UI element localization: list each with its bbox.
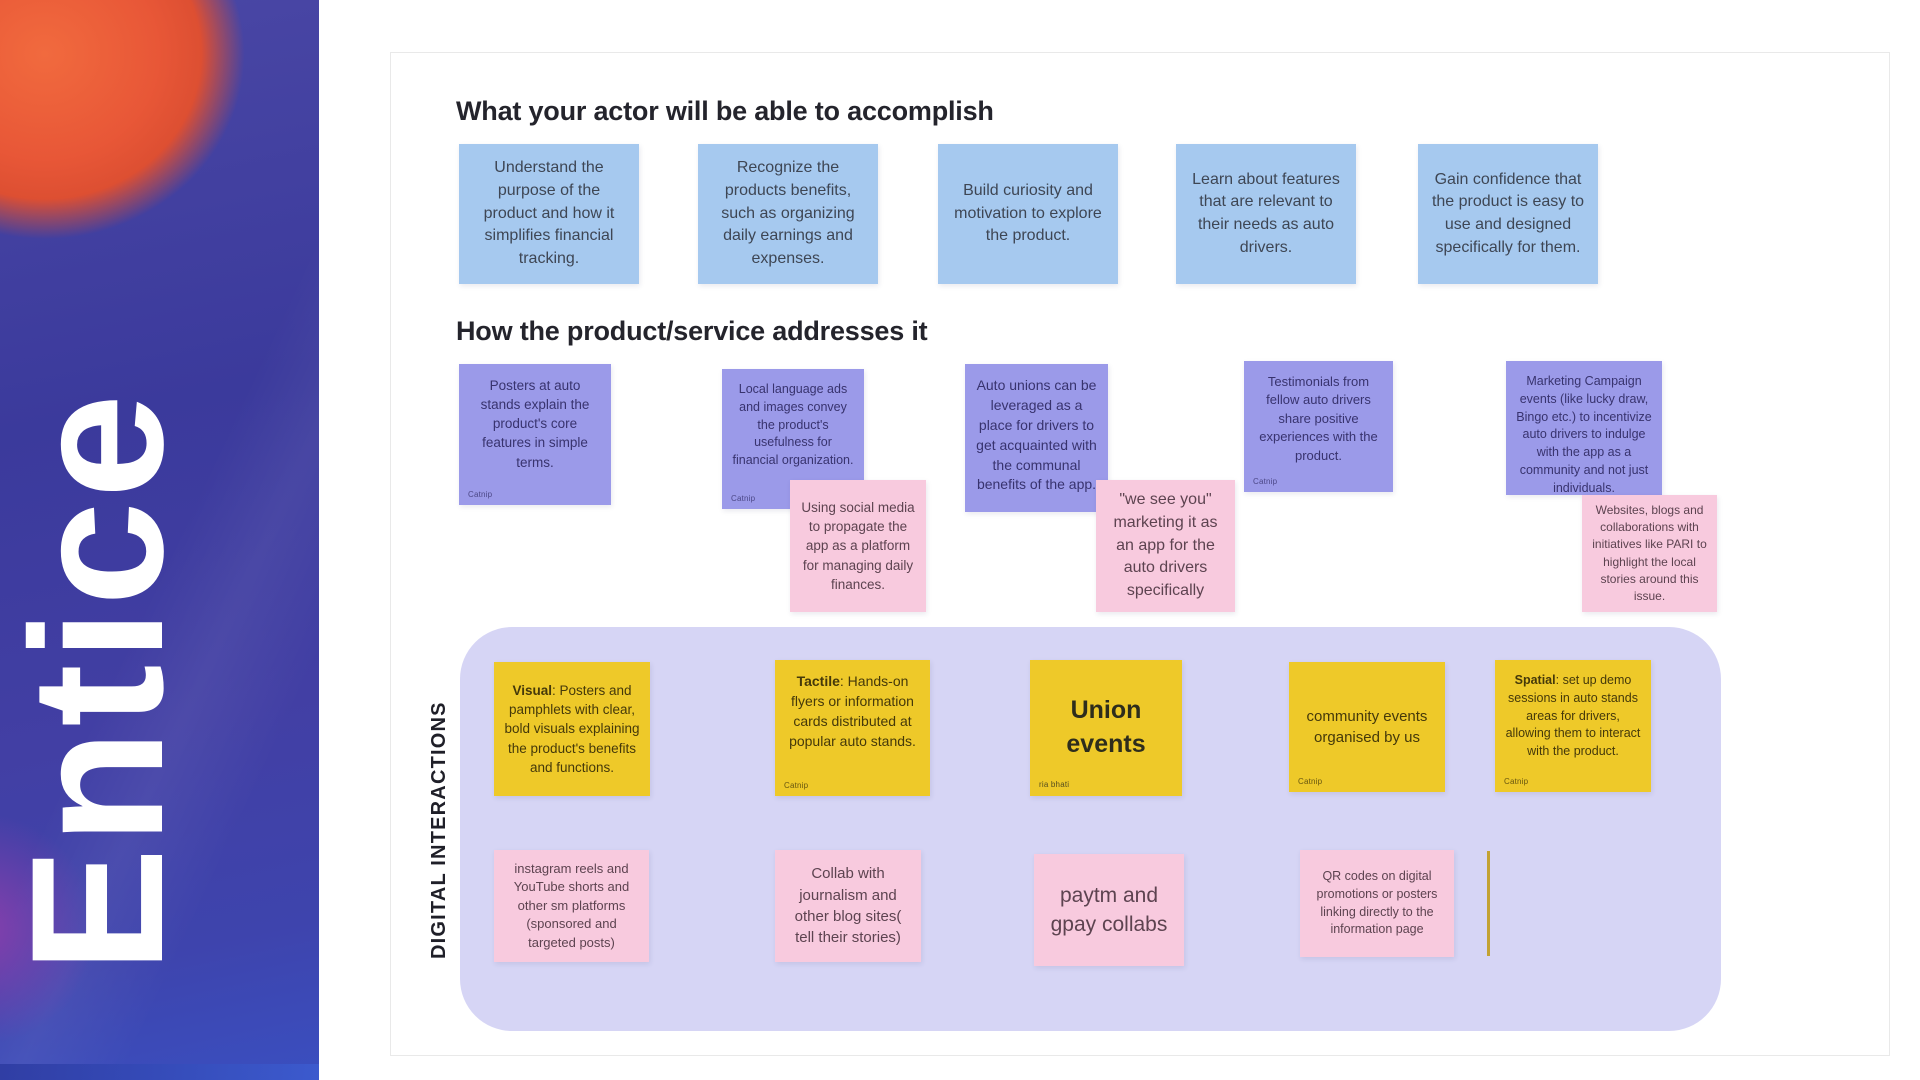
stage-title: Entice [0,390,202,974]
accomplish-note[interactable]: Learn about features that are relevant t… [1176,144,1356,284]
yellow-note[interactable]: Union events ria bhati [1030,660,1182,796]
accomplish-note[interactable]: Build curiosity and motivation to explor… [938,144,1118,284]
note-signature: ria bhati [1039,780,1070,790]
note-signature: Catnip [784,780,809,790]
note-text: Gain confidence that the product is easy… [1431,170,1585,256]
pink-note[interactable]: Websites, blogs and collaborations with … [1582,495,1717,612]
note-text: Recognize the products benefits, such as… [721,159,855,268]
yellow-note[interactable]: Visual: Posters and pamphlets with clear… [494,662,650,796]
addresses-heading: How the product/service addresses it [456,316,928,346]
note-text: Build curiosity and motivation to explor… [954,181,1102,245]
note-text: Union events [1066,696,1146,758]
digital-pink-note[interactable]: paytm and gpay collabs [1034,854,1184,966]
note-lead: Visual [512,683,552,699]
note-lead: Tactile [796,673,840,689]
yellow-note[interactable]: community events organised by us Catnip [1289,662,1445,792]
pink-note[interactable]: Using social media to propagate the app … [790,480,926,612]
note-text: Learn about features that are relevant t… [1192,170,1340,256]
accomplish-note[interactable]: Recognize the products benefits, such as… [698,144,878,284]
digital-pink-note[interactable]: Collab with journalism and other blog si… [775,850,921,962]
digital-interactions-label: DIGITAL INTERACTIONS [428,701,450,959]
note-text: instagram reels and YouTube shorts and o… [513,860,630,950]
accomplish-note[interactable]: Gain confidence that the product is easy… [1418,144,1598,284]
digital-pink-note[interactable]: QR codes on digital promotions or poster… [1300,850,1454,957]
addresses-note[interactable]: Testimonials from fellow auto drivers sh… [1244,361,1393,492]
pink-note[interactable]: "we see you" marketing it as an app for … [1096,480,1235,612]
addresses-note[interactable]: Auto unions can be leveraged as a place … [965,364,1108,512]
accomplish-note[interactable]: Understand the purpose of the product an… [459,144,639,284]
stage-sidebar: Entice [0,0,319,1080]
note-text: Collab with journalism and other blog si… [794,865,902,947]
note-text: Tactile: Hands-on flyers or information … [785,672,920,752]
note-rest: : Hands-on flyers or information cards d… [789,673,916,749]
note-text: Websites, blogs and collaborations with … [1592,503,1707,603]
digital-pink-note[interactable]: instagram reels and YouTube shorts and o… [494,850,649,962]
note-text: Posters at auto stands explain the produ… [480,378,590,470]
note-text: Auto unions can be leveraged as a place … [976,377,1097,493]
note-text: Spatial: set up demo sessions in auto st… [1505,672,1641,761]
note-text: Testimonials from fellow auto drivers sh… [1259,374,1378,463]
note-text: Marketing Campaign events (like lucky dr… [1516,374,1652,495]
yellow-note[interactable]: Spatial: set up demo sessions in auto st… [1495,660,1651,792]
note-text: paytm and gpay collabs [1050,883,1168,936]
note-signature: Catnip [1298,776,1323,786]
note-text: Visual: Posters and pamphlets with clear… [504,681,640,777]
note-text: "we see you" marketing it as an app for … [1113,491,1218,600]
accomplish-heading: What your actor will be able to accompli… [456,96,994,126]
note-text: Using social media to propagate the app … [801,500,915,592]
note-signature: Catnip [1253,476,1278,486]
note-text: QR codes on digital promotions or poster… [1316,869,1438,937]
note-text: Understand the purpose of the product an… [483,159,615,268]
addresses-note[interactable]: Marketing Campaign events (like lucky dr… [1506,361,1662,495]
note-rest: : set up demo sessions in auto stands ar… [1505,673,1641,758]
note-signature: Catnip [468,489,493,499]
note-signature: Catnip [1504,776,1529,786]
yellow-note[interactable]: Tactile: Hands-on flyers or information … [775,660,930,796]
note-text: Local language ads and images convey the… [732,382,854,467]
addresses-note[interactable]: Posters at auto stands explain the produ… [459,364,611,505]
note-lead: Spatial [1514,673,1556,687]
yellow-divider-line [1487,851,1490,956]
note-signature: Catnip [731,493,756,503]
note-rest: : Posters and pamphlets with clear, bold… [504,683,640,775]
note-text: community events organised by us [1306,707,1428,746]
